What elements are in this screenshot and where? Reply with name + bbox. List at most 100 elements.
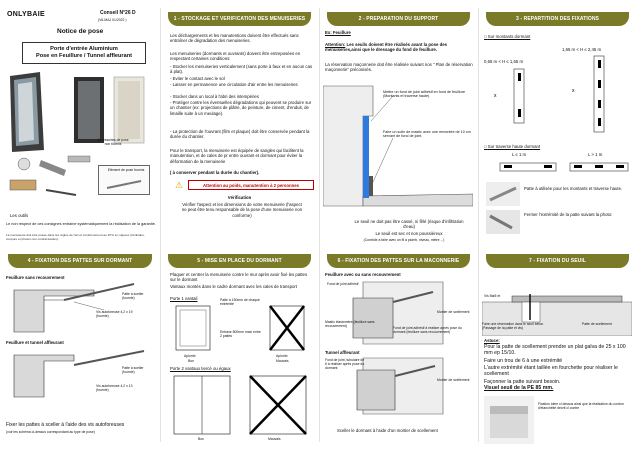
tools-label: Les outils <box>10 213 29 218</box>
notice-title: Notice de pose <box>57 28 104 35</box>
divider <box>160 8 161 442</box>
masonry-diagram-1 <box>352 281 444 345</box>
divider <box>319 8 320 442</box>
cover-note-2: La menuiserie doit être posée dans les r… <box>6 233 145 241</box>
s6-sub-1: Feuillure avec ou sans recouvrement <box>325 272 401 277</box>
section-4-strap-fixing: 4 - FIXATION DES PATTES SUR DORMANT Feui… <box>0 254 160 450</box>
s7-reserv: Faire une réservation dans le seuil béto… <box>482 322 544 331</box>
mount-fixing-diagram-1: x <box>494 68 525 124</box>
s7-a2: Faire un trou de 6 à une extrémité <box>484 358 563 364</box>
cale-note: Patte à 150mm de chaque extrémité <box>220 298 260 307</box>
door-glass-illustration <box>113 76 145 144</box>
door-profile-illustration <box>10 72 44 152</box>
s3-l2: L > 1 m <box>588 152 603 157</box>
frame-profile-diagram-2 <box>13 350 145 398</box>
s6-tunnel-note: Fond de joint, tubulaire de 6 à réaliser… <box>325 358 365 371</box>
s2-attention: Attention: Les seuils doivent être réali… <box>325 42 475 53</box>
section-3-fixations: 3 - REPARTITION DES FIXATIONS □ Sur mont… <box>478 12 637 252</box>
verif-text: Vérifier l'aspect et les dimensions de v… <box>181 202 303 218</box>
section-7-title: 7 - FIXATION DU SEUIL <box>486 254 629 268</box>
s3-note-1: Patte à utilisée pour les montants et tr… <box>524 186 623 191</box>
svg-text:x: x <box>494 93 497 99</box>
bon-label: Bon <box>188 359 195 363</box>
sill-section-illustration <box>323 85 473 207</box>
s2-callout-1: Mettre un fond de joint adhésif en fond … <box>383 90 466 99</box>
section-6-title: 6 - FIXATION DES PATTES SUR LA MACONNERI… <box>327 254 470 268</box>
aplomb-good: Aplomb <box>184 354 196 358</box>
s2-example: Ex: Feuillure <box>325 30 351 35</box>
s7-astuce: Astuce: <box>484 338 500 343</box>
entraxe-note: Entraxe 800mm maxi entre 2 pattes <box>220 330 261 339</box>
section-5-frame-placement: 5 - MISE EN PLACE DU DORMANT Plaquer et … <box>160 254 319 450</box>
product-title-1: Porte d'entrée Aluminium <box>50 46 118 52</box>
sill-photo <box>484 396 534 444</box>
s7-vis: Vis Mø5 et <box>484 294 501 298</box>
s1-bullet: - Eviter le contact avec le sol <box>170 76 225 81</box>
accessories-label: Accessoires de pose non fournis <box>97 138 129 147</box>
s6-fond-2: Fond de joint adhésif à réaliser après p… <box>393 326 462 335</box>
s5-porte-2: Porte 2 vantaux tiercé ou égaux <box>170 366 231 371</box>
s2-foot-3: (Contrôle à faire avec un fil à plomb, n… <box>363 238 445 242</box>
section-7-sill-fixing: 7 - FIXATION DU SEUIL Vis Mø5 et Faire u… <box>478 254 637 450</box>
warning-text: Attention au poids, manutention à 2 pers… <box>203 183 299 188</box>
sill-fixing-diagram <box>482 294 632 336</box>
s6-mortier-1: Mortier de scellement <box>437 310 470 314</box>
s1-bullet: - Laisser en permanence une circulation … <box>170 82 298 87</box>
s6-foot: Sceller le dormant à l'aide d'un mortier… <box>337 428 438 433</box>
section-4-title: 4 - FIXATION DES PATTES SUR DORMANT <box>8 254 152 268</box>
doc-code: Conseil N°26 D <box>100 10 136 16</box>
s7-visuel: Visuel seuil de la PE 85 mm. <box>484 385 554 391</box>
section-3-title: 3 - REPARTITION DES FIXATIONS <box>486 12 629 26</box>
tools-illustration <box>9 155 91 196</box>
s1-bullet: - Stocker dans un local à l'abri des int… <box>170 94 259 99</box>
s6-fond: Fond de joint adhésif <box>327 282 359 286</box>
s5-p2: Vantaux montés dans le cadre dormant ave… <box>170 284 297 289</box>
door-two-leaves-good <box>173 375 231 435</box>
s5-porte-1: Porte 1 vantail <box>170 296 198 301</box>
s1-bullet: - Protéger contre les éventuelles dégrad… <box>170 100 312 116</box>
s3-dim-1: 0,65 m < H ≤ 1,65 m <box>484 59 524 64</box>
frame-profile-diagram-1 <box>13 283 135 333</box>
s4-foot: Fixer les pattes à sceller à l'aide des … <box>6 422 125 428</box>
s3-sub-1: □ Sur montants dormant <box>484 34 530 39</box>
mount-fixing-diagram-2: x <box>572 55 605 133</box>
bon-label-2: Bon <box>198 437 205 441</box>
s3-sub-2: □ Sur traverse haute dormant <box>484 144 540 149</box>
attention-text: Les seuils doivent être réalisés avant l… <box>325 42 448 53</box>
door-one-leaf-bad <box>269 305 305 351</box>
s7-a3: L'autre extrémité étant taillée en fourc… <box>484 365 618 378</box>
section-2-support: 2 - PREPARATION DU SUPPORT Ex: Feuillure… <box>319 12 478 252</box>
strap-photo <box>486 182 520 206</box>
s4-foot-2: (voir les schéma ci-dessus correspondant… <box>6 430 95 434</box>
mauvais-label-2: Mauvais <box>268 437 281 441</box>
s2-foot-1: Le seuil ne doit pas être cassé, ni fêlé… <box>354 219 464 230</box>
s7-patte: Patte de scellement <box>582 322 612 326</box>
door-frame-illustration <box>74 77 104 143</box>
s7-a1: Pour la patte de scellement prendre un p… <box>484 344 626 357</box>
cover-panel: ONLYBAIE Conseil N°26 D (V6-MAJ 01/2022 … <box>0 0 158 228</box>
s4-vis-1: Vis autoforeuse 4,2 x 19 (fournie) <box>96 310 133 319</box>
section-5-title: 5 - MISE EN PLACE DU DORMANT <box>168 254 311 268</box>
section-1-storage: 1 - STOCKAGE ET VERIFICATION DES MENUISE… <box>160 12 319 252</box>
s1-p1: Les déchargements et les manutentions do… <box>170 33 299 44</box>
cover-note-1: Le non respect de ces consignes entraîne… <box>6 222 156 226</box>
door-one-leaf-good <box>175 305 211 351</box>
s7-a4: Façonner la patte suivant besoin. <box>484 379 561 385</box>
s3-sub-1-label: Sur montants dormant <box>487 34 531 39</box>
s3-note-2: Fermer l'extrémité de la patte suivant l… <box>524 212 613 217</box>
s3-l1: L ≤ 1 m <box>512 152 527 157</box>
s2-p1: La réservation maçonnerie doit être réal… <box>325 62 473 73</box>
s4-patte-1: Patte à sceller (fournie) <box>122 292 144 301</box>
head-fixing-diagram <box>499 162 629 172</box>
product-title-2: Pose en Feuillure / Tunnel affleurant <box>36 53 132 59</box>
fixing-strap-icon <box>106 180 142 189</box>
s6-mastic: Mastic élastomère (feuillure sans recouv… <box>325 320 375 329</box>
s5-p1: Plaquer et centrer la menuiserie contre … <box>170 272 308 283</box>
doc-version: (V6-MAJ 01/2022 ) <box>98 18 127 22</box>
checkbox-icon: □ <box>484 34 488 39</box>
product-title-box: Porte d'entrée Aluminium Pose en Feuillu… <box>22 42 146 64</box>
s2-foot-2: Le seuil est sec et non poussiéreux <box>375 231 443 236</box>
section-2-title: 2 - PREPARATION DU SUPPORT <box>327 12 470 26</box>
s1-p4b: ( à conserver pendant la durée du chanti… <box>170 170 260 175</box>
brand-name: ONLYBAIE <box>7 11 45 18</box>
